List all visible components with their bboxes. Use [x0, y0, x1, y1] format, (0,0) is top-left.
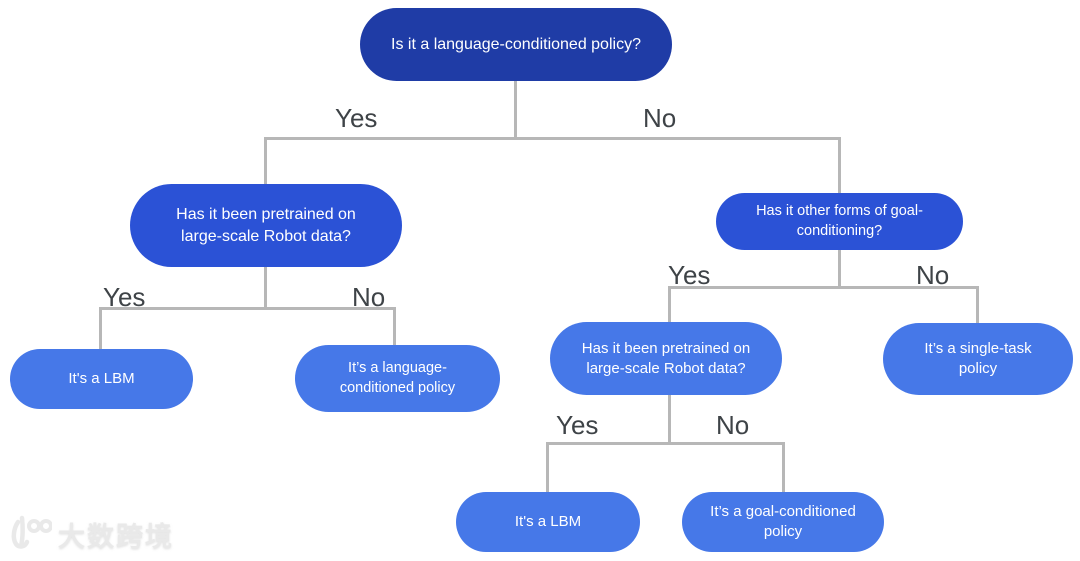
- edge-label-root-yes: Yes: [335, 103, 378, 133]
- watermark-text: 大数跨境: [58, 521, 174, 553]
- connector-line: [99, 307, 396, 310]
- connector-line: [264, 137, 267, 185]
- edge-label-pretrained-right-no: No: [716, 410, 750, 440]
- edge-label-root-no: No: [643, 103, 677, 133]
- connector-line: [264, 137, 841, 140]
- edge-label-pretrained-right-yes: Yes: [556, 410, 599, 440]
- watermark-logo-icon: [8, 514, 52, 554]
- connector-line: [99, 307, 102, 351]
- connector-line: [264, 266, 267, 309]
- connector-line: [546, 442, 785, 445]
- connector-line: [668, 395, 671, 444]
- connector-line: [668, 286, 671, 324]
- connector-line: [838, 137, 841, 194]
- connector-line: [393, 307, 396, 347]
- connector-line: [782, 442, 785, 494]
- edge-label-goal-forms-yes: Yes: [668, 260, 711, 290]
- connector-line: [546, 442, 549, 494]
- node-leaf-lbm-bottom: It's a LBM: [456, 492, 640, 552]
- node-pretrained-right-question: Has it been pretrained on large-scale Ro…: [550, 322, 782, 395]
- node-goal-forms-question: Has it other forms of goal-conditioning?: [716, 193, 963, 250]
- node-leaf-language-conditioned: It’s a language-conditioned policy: [295, 345, 500, 412]
- node-leaf-lbm-left: It's a LBM: [10, 349, 193, 409]
- edge-label-goal-forms-no: No: [916, 260, 950, 290]
- edge-label-pretrained-left-no: No: [352, 282, 386, 312]
- connector-line: [514, 81, 517, 139]
- connector-line: [976, 286, 979, 325]
- node-pretrained-left-question: Has it been pretrained on large-scale Ro…: [130, 184, 402, 267]
- node-leaf-goal-conditioned: It’s a goal-conditioned policy: [682, 492, 884, 552]
- watermark: 大数跨境: [8, 514, 174, 554]
- node-root-question: Is it a language-conditioned policy?: [360, 8, 672, 81]
- connector-line: [668, 286, 979, 289]
- connector-line: [838, 250, 841, 288]
- node-leaf-single-task: It’s a single-task policy: [883, 323, 1073, 395]
- edge-label-pretrained-left-yes: Yes: [103, 282, 146, 312]
